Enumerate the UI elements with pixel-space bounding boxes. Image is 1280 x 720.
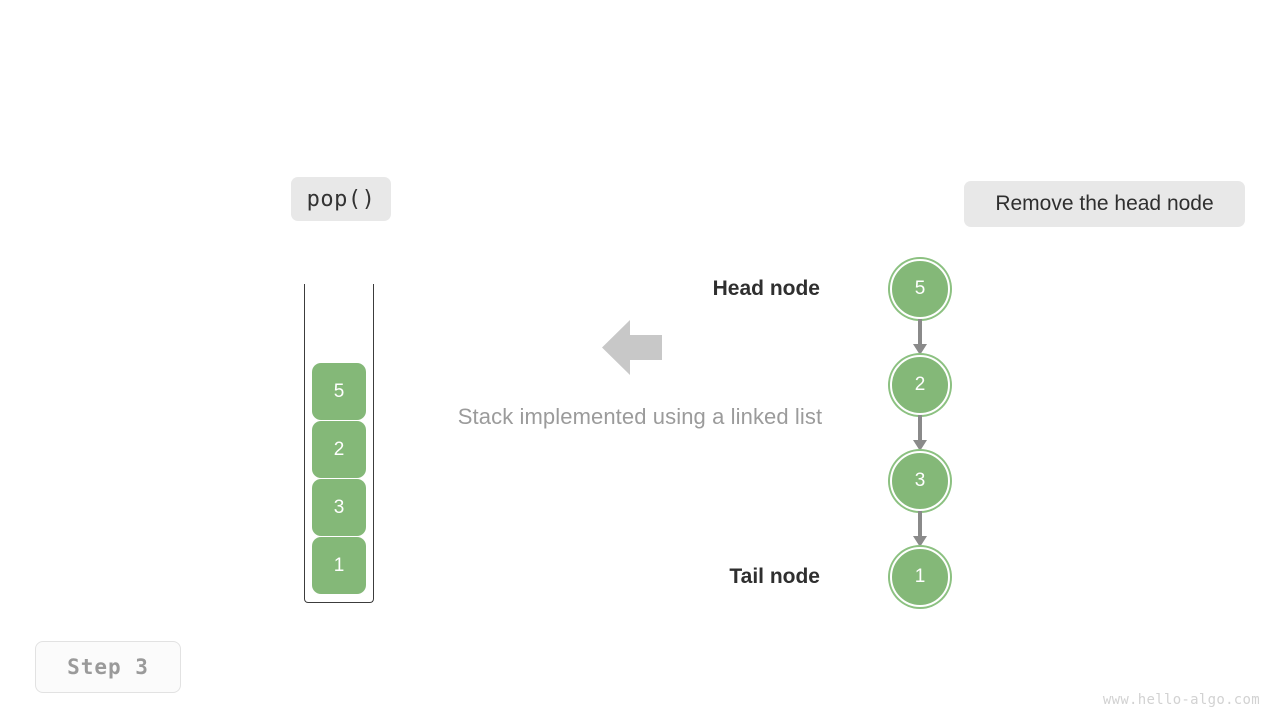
link-arrowhead-icon (913, 344, 927, 355)
linked-list-node: 5 (890, 259, 950, 319)
linked-list: 5 2 3 1 (890, 259, 950, 609)
stack-cell-list: 5 2 3 1 (312, 363, 366, 594)
linked-list-link (918, 319, 922, 344)
stack-cell: 1 (312, 537, 366, 594)
linked-list-link (918, 415, 922, 440)
operation-badge: pop() (291, 177, 391, 221)
watermark: www.hello-algo.com (1102, 692, 1260, 708)
linked-list-node: 2 (890, 355, 950, 415)
tail-node-label: Tail node (729, 565, 820, 588)
link-arrowhead-icon (913, 440, 927, 451)
linked-list-link (918, 511, 922, 536)
linked-list-node: 3 (890, 451, 950, 511)
linked-list-node: 1 (890, 547, 950, 607)
left-arrow-icon (602, 320, 662, 375)
diagram-description-text: Stack implemented using a linked list (457, 404, 823, 429)
head-node-label: Head node (712, 277, 820, 300)
step-badge: Step 3 (35, 641, 181, 693)
stack-cell: 2 (312, 421, 366, 478)
action-caption-badge: Remove the head node (964, 181, 1245, 227)
diagram-description: Stack implemented using a linked list (0, 404, 1280, 430)
stack-container: 5 2 3 1 (304, 284, 374, 604)
link-arrowhead-icon (913, 536, 927, 547)
stack-cell: 3 (312, 479, 366, 536)
stack-cell: 5 (312, 363, 366, 420)
stack-frame (304, 284, 374, 603)
